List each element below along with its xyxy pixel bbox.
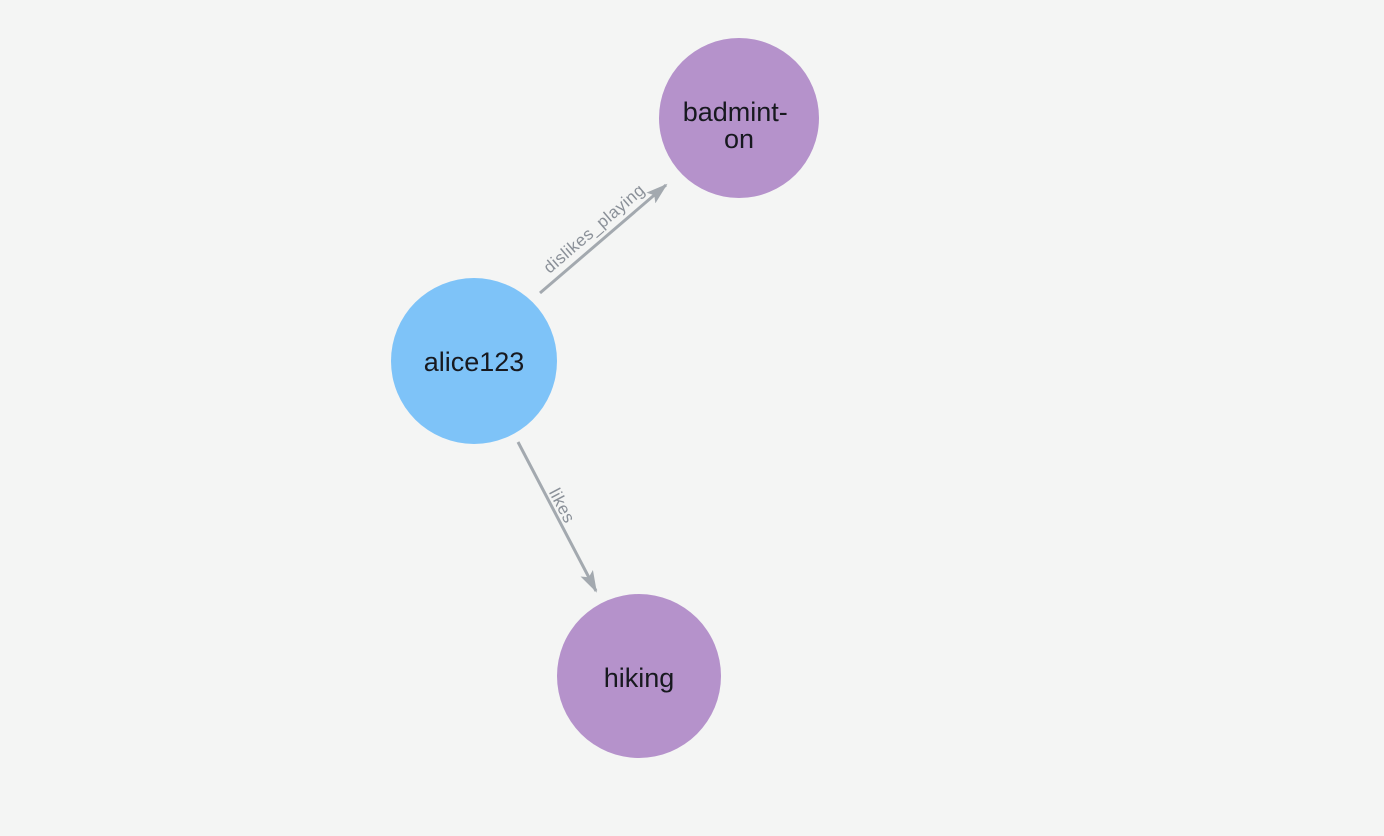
node-circle-alice123[interactable] bbox=[391, 278, 557, 444]
node-circle-badminton[interactable] bbox=[659, 38, 819, 198]
edge-line-likes[interactable] bbox=[516, 441, 598, 593]
edge-line-dislikes-playing[interactable] bbox=[539, 183, 668, 295]
node-alice123[interactable]: alice123 bbox=[391, 278, 557, 444]
node-badminton[interactable]: badmint- on bbox=[659, 38, 819, 198]
node-circle-hiking[interactable] bbox=[557, 594, 721, 758]
node-hiking[interactable]: hiking bbox=[557, 594, 721, 758]
